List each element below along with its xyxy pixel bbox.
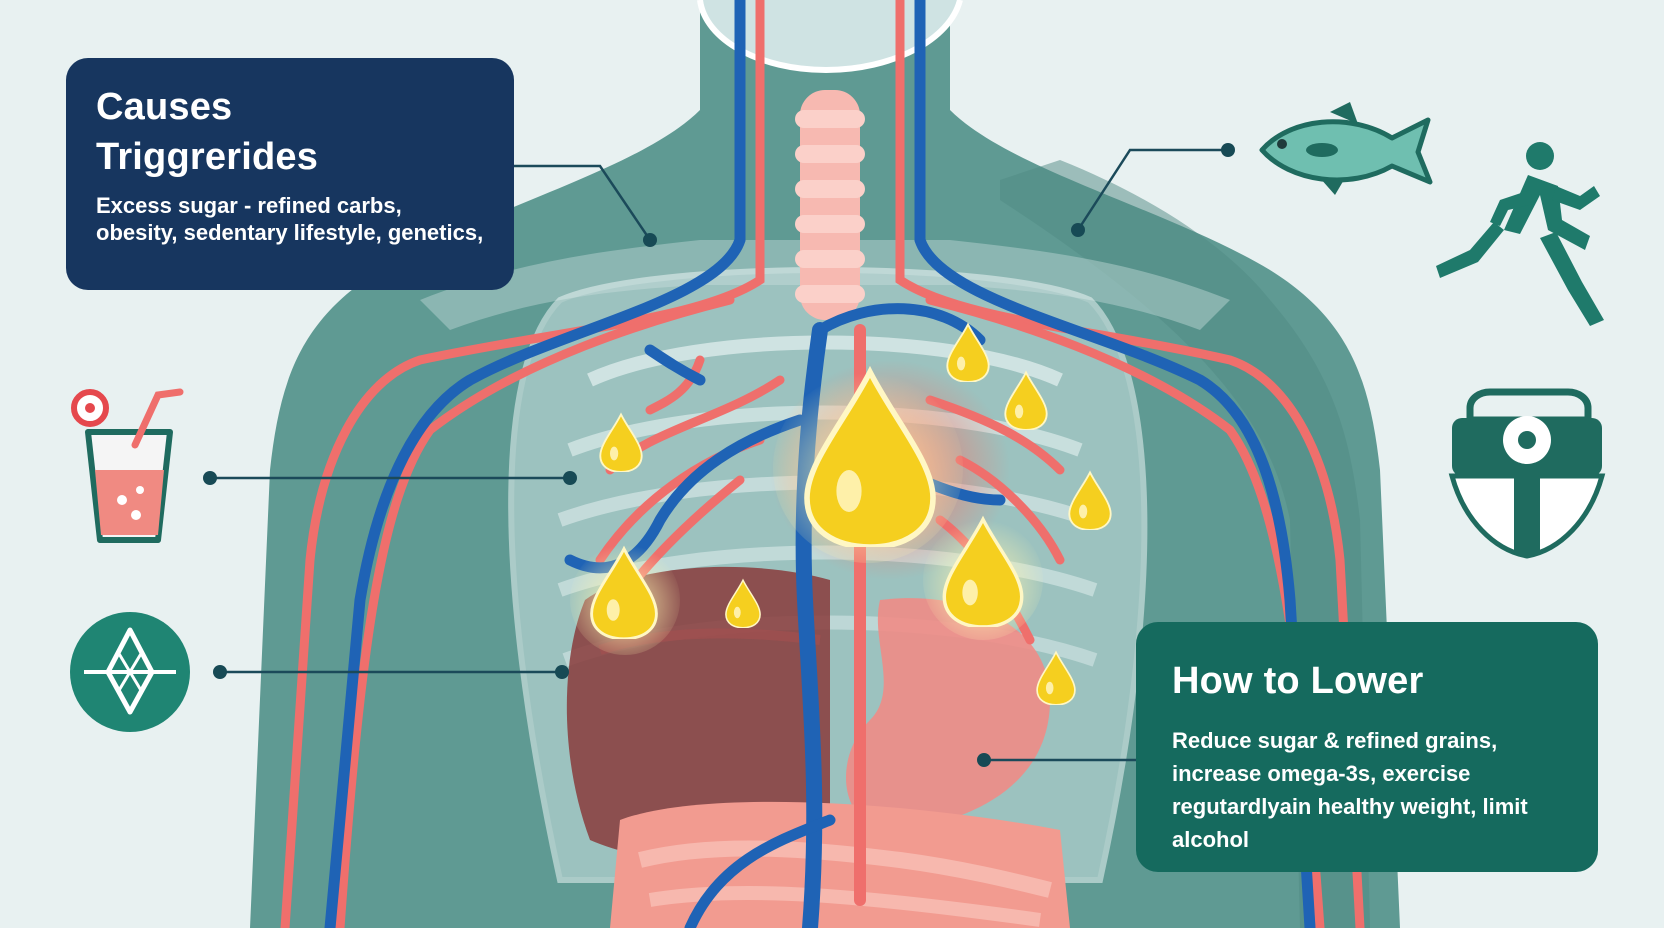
intestines: [610, 801, 1070, 928]
how-to-lower-callout: How to Lower Reduce sugar & refined grai…: [1136, 622, 1598, 872]
diet-icon: [70, 612, 190, 732]
stomach: [846, 598, 1050, 831]
fish-icon: [1259, 102, 1433, 195]
causes-title-line1: Causes: [96, 86, 233, 128]
veins: [324, 0, 1316, 928]
causes-title: Causes Triggrerides: [96, 82, 484, 182]
causes-title-line2: Triggrerides: [96, 136, 319, 178]
sugary-drink-icon: [71, 388, 184, 543]
trachea: [795, 90, 865, 320]
runner-icon: [1436, 142, 1604, 326]
how-to-lower-body: Reduce sugar & refined grains, increase …: [1172, 728, 1528, 852]
fat-droplet-icon: [570, 323, 1112, 705]
how-to-lower-title: How to Lower: [1172, 660, 1424, 702]
head-outline: [697, 0, 963, 74]
scale-icon: [1448, 388, 1606, 559]
causes-callout: Causes Triggrerides Excess sugar - refin…: [66, 58, 514, 290]
connector-lines: [203, 143, 1235, 767]
causes-body: Excess sugar - refined carbs, obesity, s…: [96, 193, 484, 245]
